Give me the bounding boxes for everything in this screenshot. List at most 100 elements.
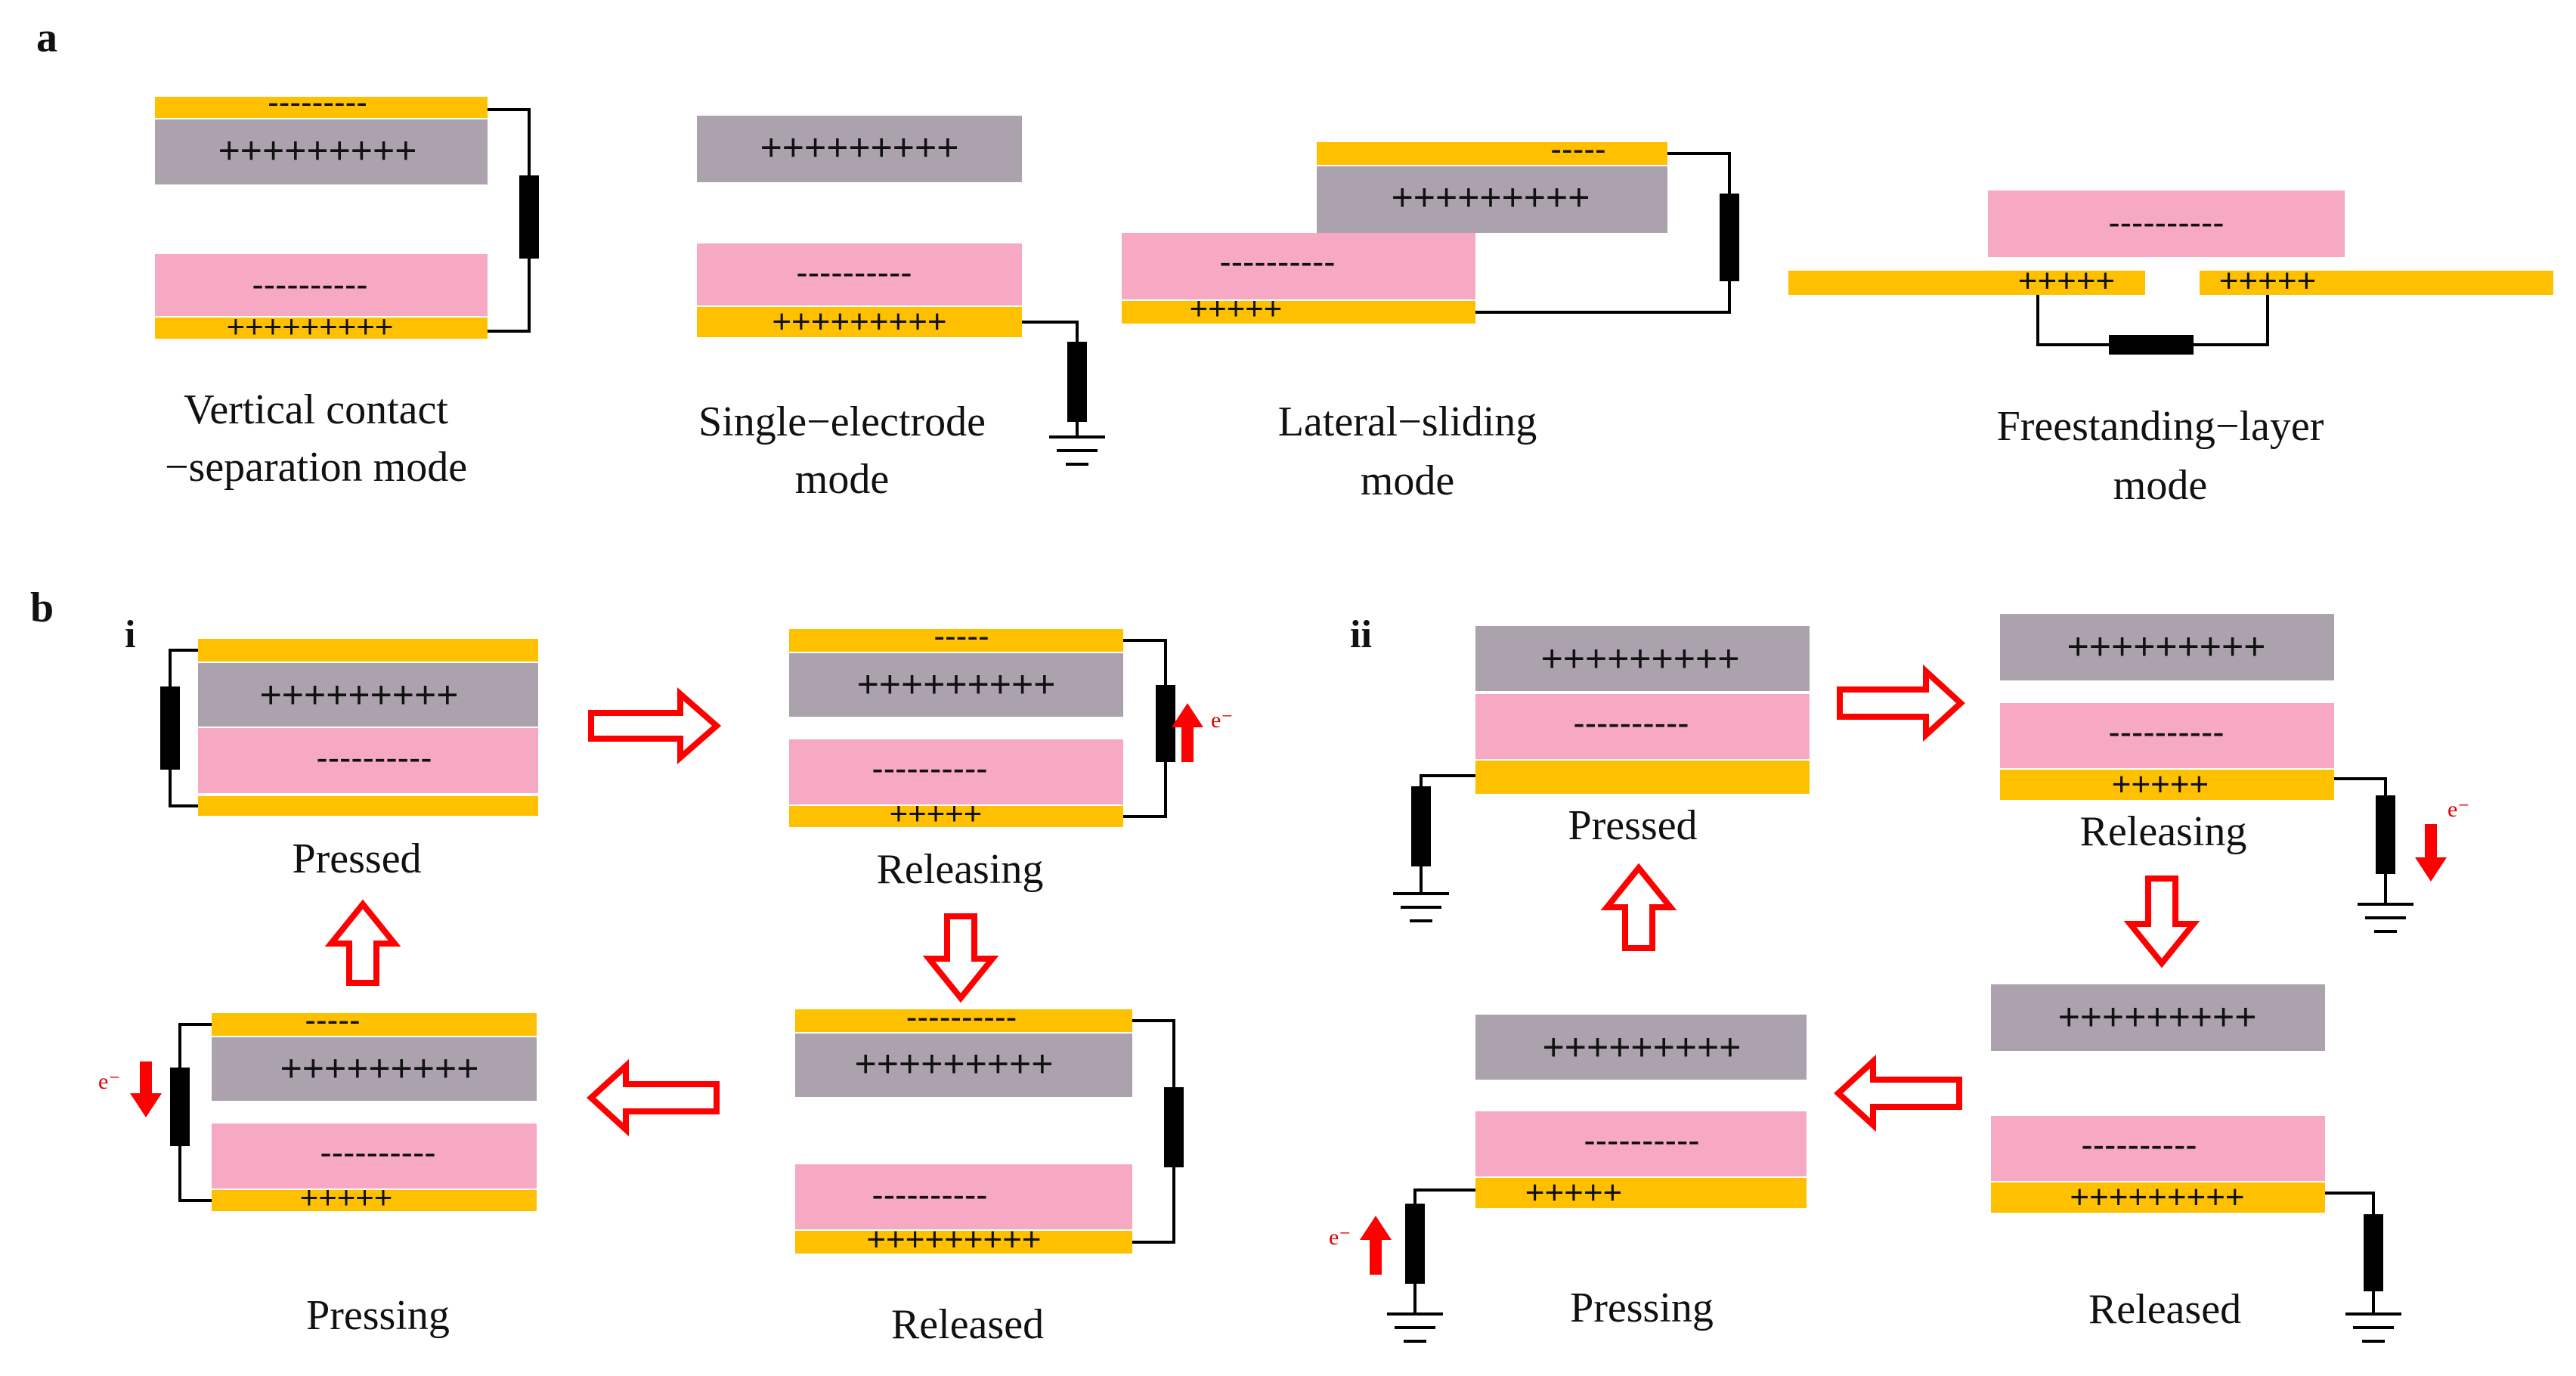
top-electrode-charges: -----: [933, 618, 989, 655]
bi-arrow-releasing-to-released: [922, 913, 999, 1003]
bi-pressing-device: ----- +++++++++ ---------- +++++ e⁻: [98, 1002, 537, 1215]
bi-releasing-device: ----- +++++++++ ---------- +++++ e⁻: [789, 618, 1233, 831]
negative-layer-charges: ----------: [872, 748, 987, 788]
negative-layer-charges: ----------: [316, 738, 432, 777]
electron-label: e⁻: [1329, 1225, 1351, 1250]
freestanding-layer-charges: ----------: [2108, 203, 2224, 242]
bi-released-label: Released: [891, 1301, 1044, 1348]
negative-layer: [795, 1164, 1132, 1229]
bi-arrow-released-to-pressing: [587, 1058, 720, 1137]
positive-layer-charges: +++++++++: [218, 129, 417, 172]
negative-layer: [1991, 1116, 2325, 1181]
lateral-sliding-device: ----- +++++++++ ---------- +++++: [1122, 131, 1739, 326]
bii-releasing-device: +++++++++ ---------- +++++ e⁻: [2000, 614, 2469, 933]
bottom-electrode-charges: +++++: [1190, 290, 1283, 326]
right-electrode: [2200, 271, 2553, 295]
negative-layer: [1475, 1111, 1807, 1176]
bottom-electrode: [1122, 301, 1475, 324]
electron-flow-down-arrow: [2415, 824, 2447, 882]
electron-label: e⁻: [2448, 797, 2469, 822]
electron-flow-down-arrow: [130, 1061, 162, 1117]
freestanding-layer: [1988, 191, 2345, 257]
load-resistor: [1164, 1087, 1184, 1167]
bottom-electrode-charges: +++++++++: [227, 308, 394, 344]
positive-layer-charges: +++++++++: [260, 674, 459, 716]
positive-layer: [2000, 614, 2334, 680]
electrode: [2000, 770, 2334, 800]
top-electrode: [155, 97, 488, 118]
single-mode-label-line2: mode: [795, 456, 889, 503]
positive-layer: [1475, 1015, 1807, 1080]
electrode: [1475, 761, 1810, 794]
top-electrode-charges: ---------: [268, 84, 367, 121]
positive-layer-charges: +++++++++: [760, 126, 959, 169]
top-electrode: [212, 1013, 537, 1036]
vertical-mode-label-line1: Vertical contact: [184, 386, 448, 433]
negative-layer: [155, 254, 488, 316]
bii-pressing-label: Pressing: [1570, 1285, 1714, 1331]
lateral-mode-label-line1: Lateral−sliding: [1278, 398, 1537, 445]
electrode-charges: +++++++++: [2070, 1179, 2244, 1216]
negative-layer: [198, 728, 538, 793]
negative-layer-charges: ----------: [872, 1175, 987, 1214]
positive-layer: [1991, 984, 2325, 1051]
positive-layer: [1475, 626, 1810, 691]
freestanding-mode-label-line2: mode: [2113, 462, 2207, 509]
bi-released-device: ---------- +++++++++ ---------- ++++++++…: [795, 999, 1184, 1258]
positive-layer-charges: +++++++++: [1392, 176, 1590, 218]
electrode: [1991, 1182, 2325, 1213]
bi-releasing-label: Releasing: [877, 846, 1044, 893]
load-resistor: [1405, 1204, 1425, 1284]
bii-released-label: Released: [2088, 1286, 2241, 1333]
load-resistor: [2109, 335, 2194, 355]
electrode-charges: +++++++++: [772, 303, 946, 340]
negative-layer: [1475, 694, 1810, 759]
bi-pressed-label: Pressed: [292, 835, 421, 882]
top-electrode: [789, 629, 1123, 652]
electrode: [1475, 1178, 1807, 1208]
bottom-electrode: [198, 796, 538, 816]
top-electrode: [795, 1009, 1132, 1032]
top-electrode-charges: ----------: [906, 999, 1017, 1036]
load-resistor: [1067, 342, 1087, 422]
top-electrode-charges: -----: [1550, 131, 1605, 168]
right-electrode-charges: +++++: [2219, 262, 2316, 299]
load-resistor: [1720, 194, 1739, 281]
electron-flow-up-arrow: [1360, 1216, 1392, 1275]
negative-layer: [1122, 233, 1475, 299]
negative-layer-charges: ----------: [1573, 703, 1689, 742]
bii-releasing-label: Releasing: [2080, 808, 2247, 855]
freestanding-layer-device: ---------- +++++ +++++: [1788, 191, 2553, 355]
positive-layer-charges: +++++++++: [857, 663, 1056, 705]
panel-a-label: a: [36, 14, 57, 61]
bii-pressing-device: +++++++++ ---------- +++++ e⁻: [1329, 1015, 1807, 1343]
positive-layer-charges: +++++++++: [280, 1047, 479, 1089]
ground-symbol: [1049, 435, 1105, 466]
positive-layer: [212, 1037, 537, 1101]
lateral-mode-label-line2: mode: [1361, 457, 1454, 504]
positive-layer-charges: +++++++++: [2067, 625, 2266, 668]
electron-label: e⁻: [1211, 708, 1233, 733]
ground-symbol: [1387, 1312, 1443, 1343]
top-electrode-charges: -----: [305, 1002, 360, 1039]
positive-layer-charges: +++++++++: [2058, 996, 2257, 1038]
bottom-electrode: [795, 1231, 1132, 1254]
top-electrode: [198, 639, 538, 662]
negative-layer-charges: ----------: [796, 253, 912, 292]
load-resistor: [519, 175, 539, 259]
bii-released-device: +++++++++ ---------- +++++++++: [1991, 984, 2401, 1343]
ground-symbol: [2345, 1312, 2401, 1343]
bottom-electrode-charges: +++++++++: [866, 1221, 1041, 1258]
negative-layer-charges: ----------: [252, 265, 367, 304]
bottom-electrode: [155, 318, 488, 339]
negative-layer: [212, 1123, 537, 1189]
vertical-contact-separation-device: --------- +++++++++ ---------- +++++++++: [155, 84, 539, 344]
ground-symbol: [2358, 903, 2413, 933]
load-resistor: [170, 1068, 190, 1146]
vertical-mode-label-line2: −separation mode: [165, 444, 467, 491]
bii-arrow-pressing-to-pressed: [1600, 863, 1677, 951]
bi-pressing-label: Pressing: [306, 1292, 450, 1339]
electron-flow-up-arrow: [1172, 703, 1203, 762]
panel-b-i-label: i: [125, 613, 135, 656]
